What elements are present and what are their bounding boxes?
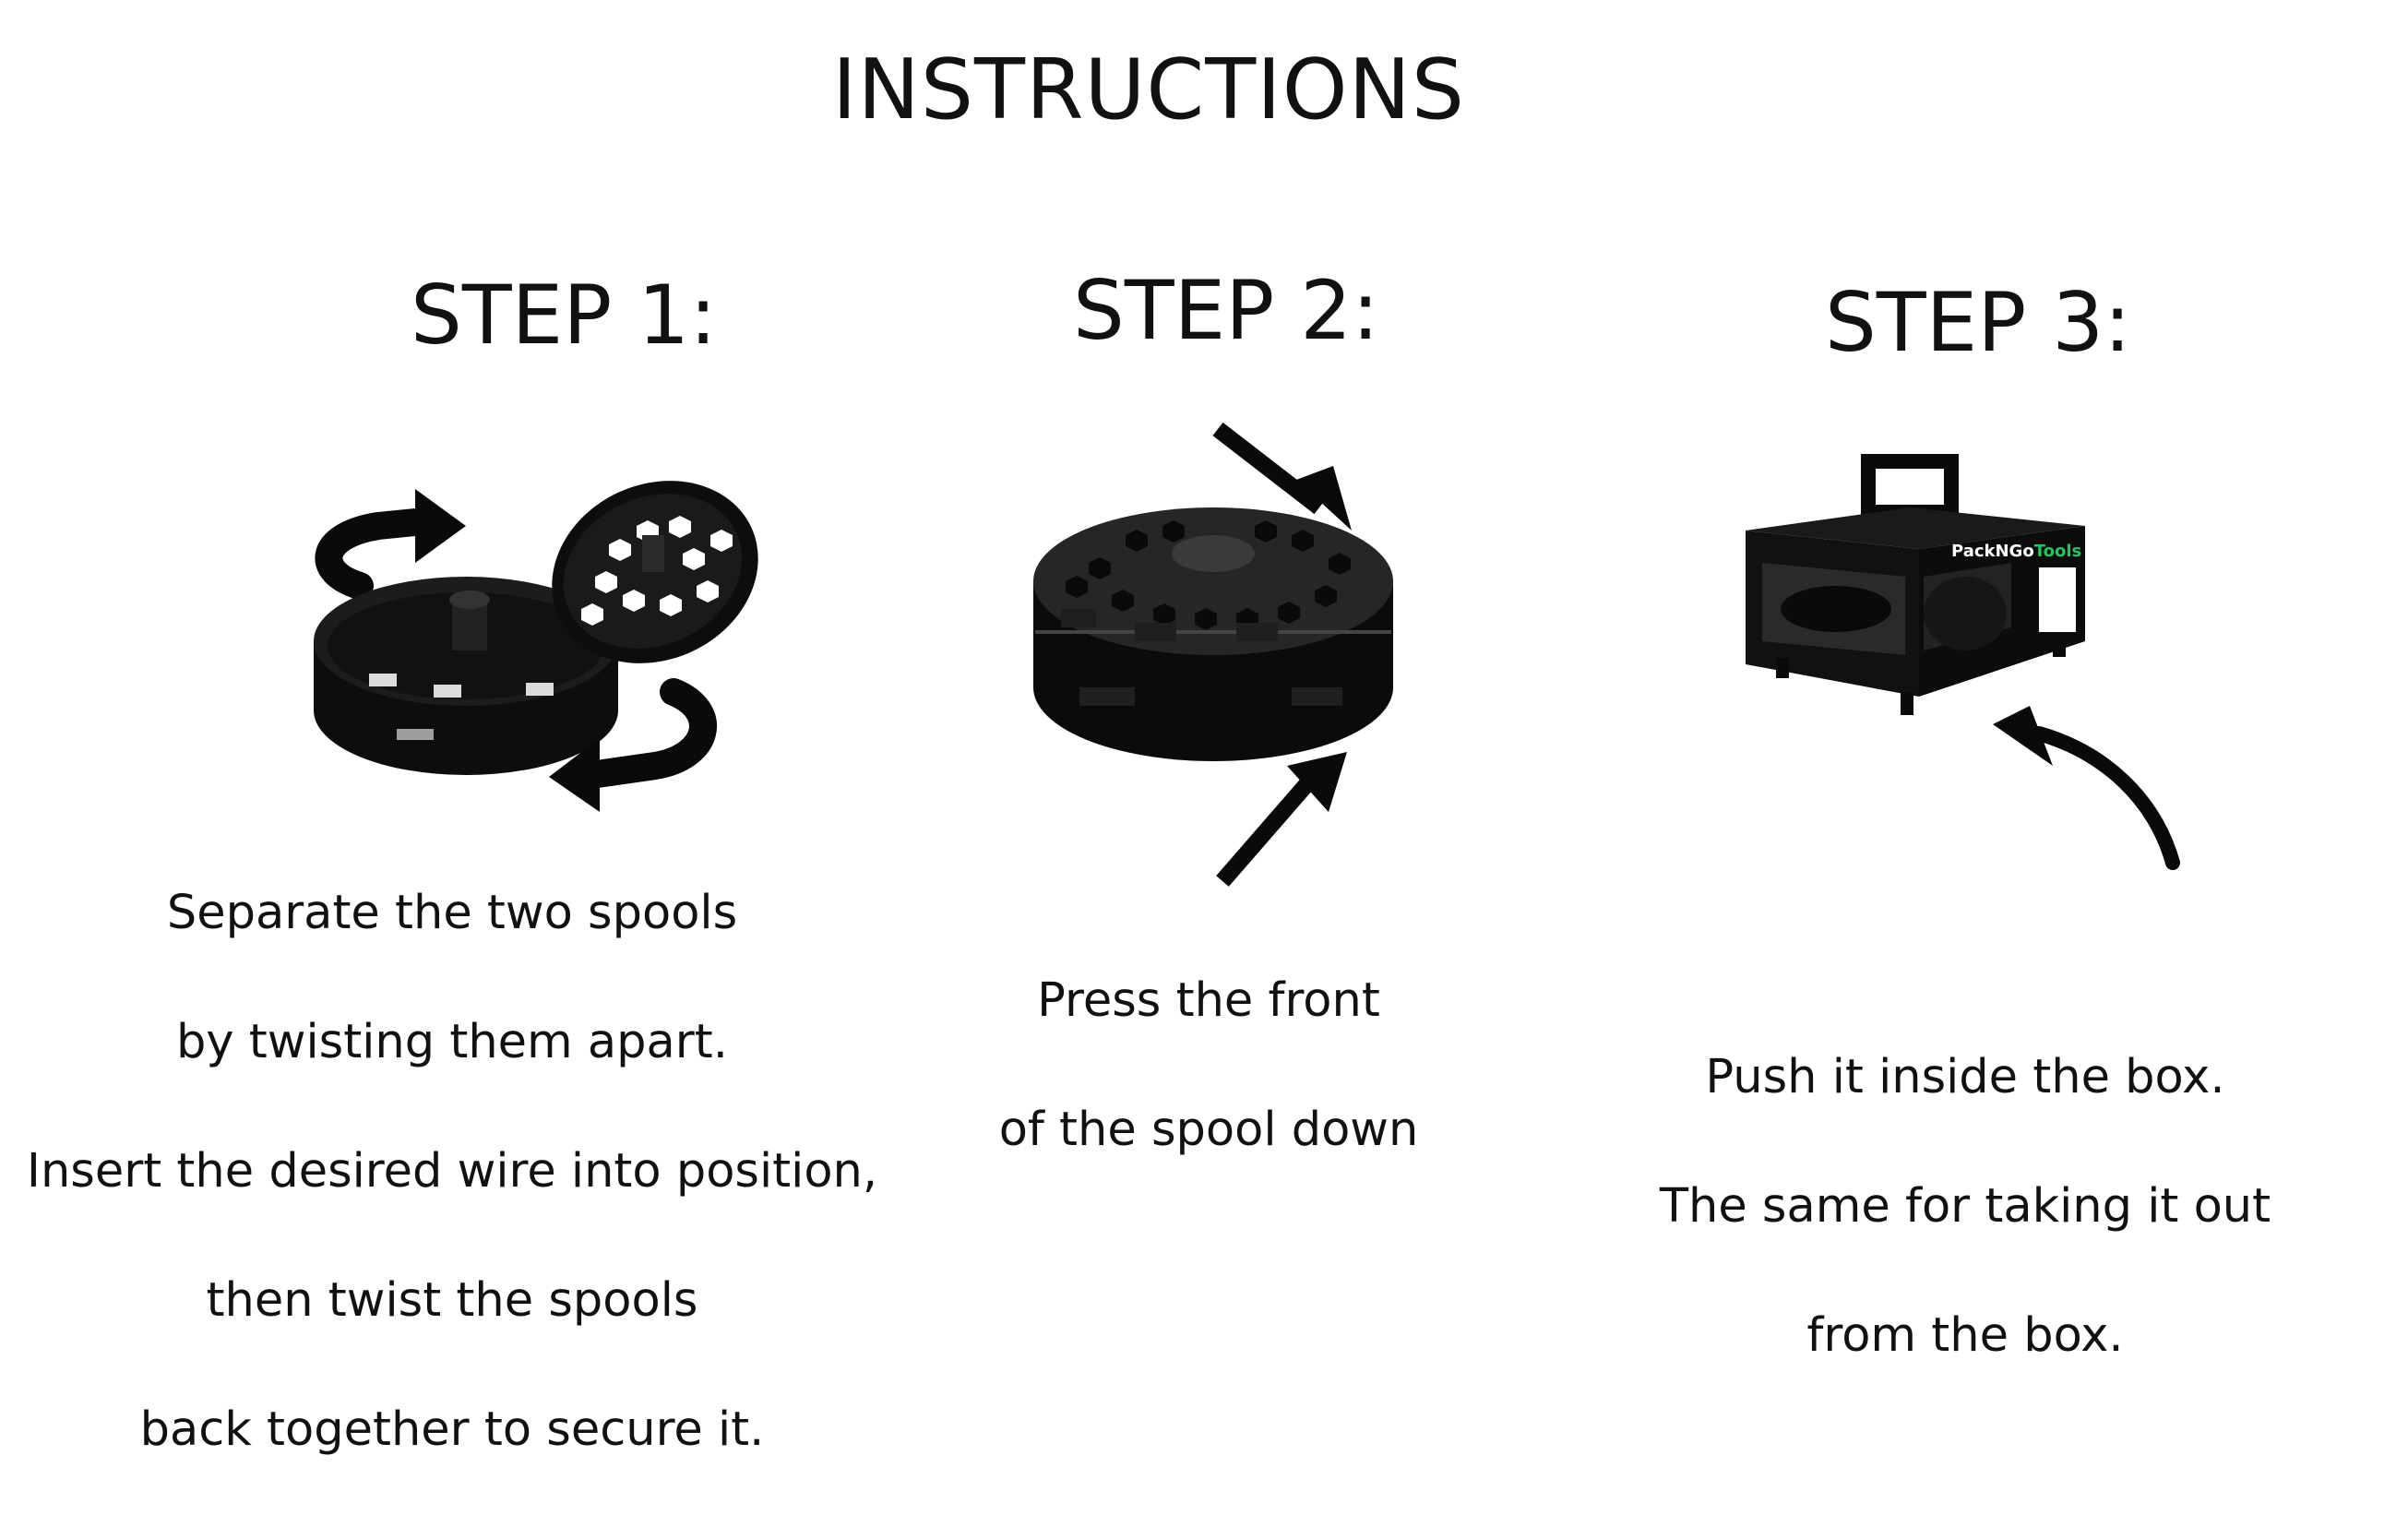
step-2-line: Press the front bbox=[1037, 973, 1380, 1028]
step-2-text: Press the front of the spool down bbox=[978, 904, 1439, 1227]
step-3-text: Push it inside the box. The same for tak… bbox=[1624, 981, 2307, 1433]
step-3-line: Push it inside the box. bbox=[1705, 1050, 2225, 1104]
brand-label: PackNGoTools bbox=[1951, 542, 2081, 561]
step-1-text: Separate the two spools by twisting them… bbox=[0, 817, 904, 1527]
step-1-line: back together to secure it. bbox=[139, 1402, 765, 1457]
curved-arrow-icon bbox=[315, 489, 466, 600]
arrow-up-right-icon bbox=[1216, 752, 1347, 887]
step-2-illustration bbox=[1033, 422, 1393, 887]
spool-lid-icon bbox=[552, 481, 758, 663]
curved-arrow-icon bbox=[1993, 706, 2180, 870]
step-3-line: The same for taking it out bbox=[1659, 1179, 2271, 1234]
step-2-line: of the spool down bbox=[998, 1103, 1419, 1157]
step-1-line: then twist the spools bbox=[206, 1273, 698, 1328]
storage-box-icon bbox=[1746, 454, 2085, 715]
step-1-line: by twisting them apart. bbox=[176, 1015, 728, 1069]
spool-base-icon bbox=[314, 577, 618, 775]
step-1-line: Insert the desired wire into position, bbox=[26, 1144, 878, 1199]
step-3-heading: STEP 3: bbox=[1825, 275, 2131, 370]
brand-label-part2: Tools bbox=[2034, 542, 2082, 561]
arrow-down-right-icon bbox=[1212, 422, 1352, 531]
spool-stack-icon bbox=[1033, 507, 1393, 761]
step-3-illustration: PackNGoTools bbox=[1746, 454, 2180, 870]
step-1-heading: STEP 1: bbox=[411, 268, 717, 363]
step-2-heading: STEP 2: bbox=[1073, 263, 1379, 358]
curved-arrow-icon bbox=[549, 678, 717, 812]
step-1-line: Separate the two spools bbox=[166, 886, 738, 940]
step-3-line: from the box. bbox=[1806, 1308, 2124, 1363]
step-1-illustration bbox=[314, 481, 758, 812]
page-title: INSTRUCTIONS bbox=[831, 42, 1466, 138]
brand-label-part1: PackNGo bbox=[1951, 542, 2034, 561]
